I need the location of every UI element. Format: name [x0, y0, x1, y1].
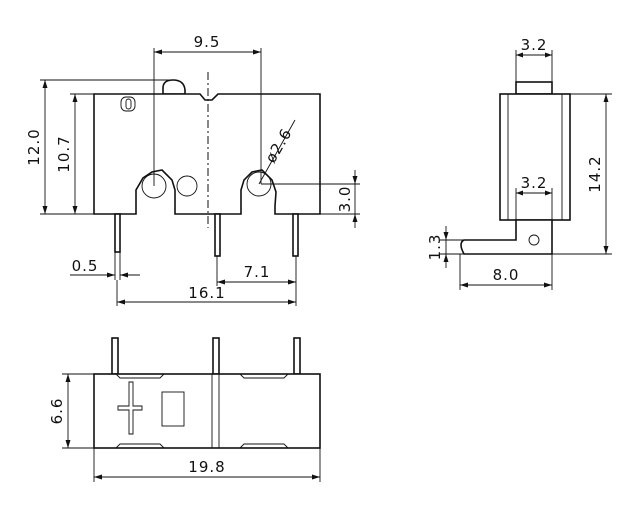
bottom-pin-middle — [212, 337, 220, 375]
bottom-view — [93, 337, 321, 449]
terminal-pin-right — [292, 213, 299, 257]
side-view — [460, 81, 571, 255]
front-view — [93, 72, 321, 257]
side-actuator — [515, 81, 553, 95]
side-terminal-hole — [528, 234, 540, 246]
pivot-hole — [176, 175, 198, 197]
bottom-pin-right — [293, 337, 301, 375]
cross-mark — [117, 381, 143, 435]
dim-3-2-top: 3.2 — [521, 36, 548, 54]
dim-10-7: 10.7 — [55, 135, 73, 172]
dim-12-0: 12.0 — [25, 128, 43, 165]
dim-8-0: 8.0 — [493, 266, 520, 284]
terminal-pin-left — [114, 213, 121, 253]
actuator-lever — [162, 79, 186, 95]
dim-14-2: 14.2 — [586, 155, 604, 192]
dim-0-5: 0.5 — [72, 257, 99, 275]
dim-3-0: 3.0 — [336, 186, 354, 213]
side-body — [499, 93, 571, 221]
bottom-pin-left — [111, 337, 119, 375]
dim-9-5: 9.5 — [194, 33, 221, 51]
front-dimensions: 9.5 12.0 10.7 ø2.6 3.0 0.5 — [25, 33, 360, 306]
terminal-pin-middle — [214, 213, 221, 257]
slot-inner — [125, 98, 132, 110]
window — [161, 391, 185, 427]
bottom-dimensions: 6.6 19.8 — [48, 373, 321, 482]
dim-1-3: 1.3 — [426, 234, 444, 261]
dim-3-2-middle: 3.2 — [521, 174, 548, 192]
dim-19-8: 19.8 — [188, 458, 225, 476]
switch-body-bottom — [93, 373, 321, 449]
switch-body-front — [93, 93, 321, 215]
dim-16-1: 16.1 — [188, 284, 225, 302]
dim-6-6: 6.6 — [48, 398, 66, 425]
dim-7-1: 7.1 — [244, 263, 271, 281]
slot — [120, 96, 136, 112]
side-dimensions: 3.2 14.2 3.2 1.3 8.0 — [426, 36, 612, 290]
